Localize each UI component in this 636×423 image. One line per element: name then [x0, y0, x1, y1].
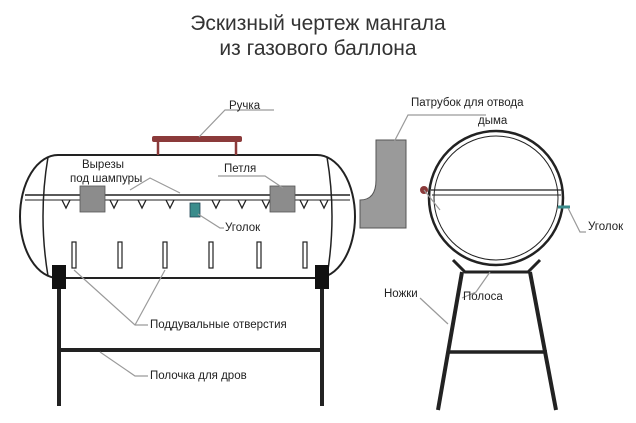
end-view-circle-outer: [427, 129, 565, 267]
label-chimney-line-2: дыма: [478, 115, 508, 127]
vent-hole: [256, 241, 262, 269]
barrel-end-right: [326, 156, 333, 277]
vent-hole: [71, 241, 77, 269]
leader-strip: [461, 271, 491, 299]
skewer-notch: [109, 199, 119, 210]
hinge-right: [269, 185, 296, 213]
barrel-end-left: [42, 156, 49, 277]
label-skewer-slots-line-2: под шампуры: [70, 173, 143, 185]
diagram-title-line-2: из газового баллона: [219, 37, 417, 60]
label-hinge: Петля: [224, 163, 257, 175]
skewer-notch: [261, 199, 271, 210]
label-handle: Ручка: [229, 100, 261, 112]
chimney: [359, 139, 407, 229]
vent-hole: [302, 241, 308, 269]
skewer-notch: [61, 199, 71, 210]
label-wood-shelf: Полочка для дров: [150, 370, 247, 382]
leader-lines: [73, 109, 586, 377]
leader-corner-left: [197, 213, 224, 229]
leader-hinge: [218, 175, 284, 189]
leader-chimney: [393, 114, 486, 143]
support-strip: [451, 258, 542, 274]
label-chimney-line-1: Патрубок для отвода: [411, 97, 524, 109]
label-vents: Поддувальные отверстия: [150, 319, 287, 331]
leg-bracket-right: [315, 265, 329, 289]
leader-corner-right: [567, 207, 586, 233]
label-corner-right: Уголок: [588, 221, 624, 233]
leader-knob: [423, 189, 441, 211]
leader-handle: [198, 109, 274, 138]
skewer-notch: [299, 199, 309, 210]
leader-wood-shelf: [99, 351, 148, 377]
leader-vents-2: [134, 269, 166, 326]
leader-skewer-slots: [129, 177, 181, 194]
skewer-notch: [165, 199, 175, 210]
label-legs: Ножки: [384, 288, 418, 300]
label-strip: Полоса: [463, 291, 503, 303]
skewer-notch: [237, 199, 247, 210]
stand-leg-right: [528, 271, 558, 411]
label-skewer-slots-line-1: Вырезы: [82, 159, 125, 171]
end-view-circle-inner: [433, 135, 559, 261]
vent-holes: [71, 241, 308, 269]
leader-legs: [419, 297, 449, 325]
vent-hole: [162, 241, 168, 269]
skewer-notch: [137, 199, 147, 210]
handle: [152, 136, 242, 142]
skewer-notch: [211, 199, 221, 210]
label-corner-left: Уголок: [225, 222, 261, 234]
stand-leg-left: [436, 271, 464, 411]
vent-hole: [208, 241, 214, 269]
skewer-notches: [61, 199, 329, 210]
diagram-title-line-1: Эскизный чертеж мангала: [190, 12, 446, 35]
leg-bracket-left: [52, 265, 66, 289]
corner-piece: [189, 202, 201, 218]
hinge-left: [79, 185, 106, 213]
skewer-notch: [319, 199, 329, 210]
vent-hole: [117, 241, 123, 269]
